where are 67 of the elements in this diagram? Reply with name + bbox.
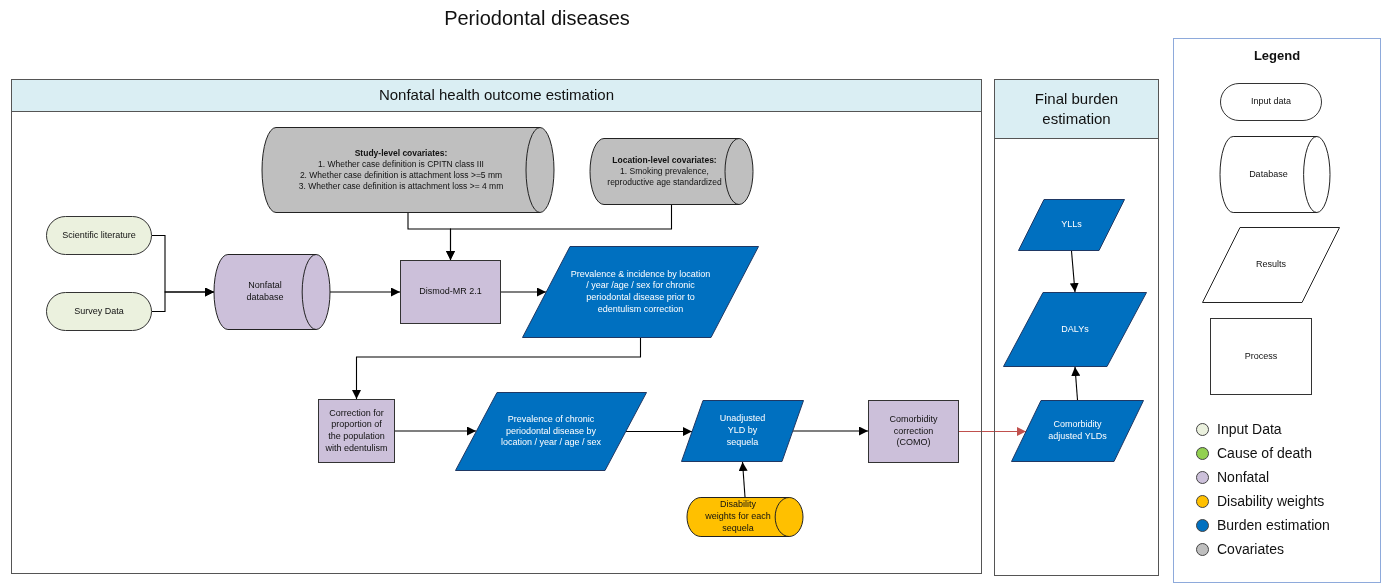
node-text: 1. Smoking prevalence, reproductive age standardized [607, 165, 722, 189]
process-box [1210, 318, 1312, 395]
node-text: DALYs [1061, 323, 1089, 336]
node-text: Comorbidity correction (COMO) [888, 413, 939, 450]
legend-box [1173, 38, 1381, 583]
database-cylinder [262, 127, 554, 213]
input-pill [46, 292, 152, 331]
legend-label: Disability weights [1217, 492, 1325, 510]
node-text: Scientific literature [62, 229, 136, 242]
node-text: Nonfatal database [245, 280, 285, 304]
arrow [1071, 366, 1081, 401]
node-text: Disability weights for each sequela [704, 499, 772, 535]
arrow [352, 337, 642, 400]
legend-title: Legend [1252, 48, 1302, 63]
node-text: 2. Whether case definition is attachment loss >=5 mm [299, 170, 503, 182]
arrow [394, 426, 477, 436]
node-text: Prevalence & incidence by location / year /age / sex for chronic periodontal disease prior to edentulism correction [570, 268, 711, 316]
arrow [958, 427, 1027, 436]
legend-label: Burden estimation [1217, 516, 1330, 534]
result-parallelogram [1018, 199, 1125, 251]
arrow [1069, 250, 1079, 293]
node-text: Location-level covariates: [612, 154, 717, 166]
node-text: Unadjusted YLD by sequela [718, 413, 767, 449]
diagram-title: Periodontal diseases [443, 7, 631, 30]
database-cylinder [687, 497, 803, 537]
database-cylinder [1220, 136, 1330, 213]
panel-header: Nonfatal health outcome estimation [12, 80, 981, 112]
node-text: Results [1256, 259, 1286, 271]
result-parallelogram [681, 400, 804, 462]
database-cylinder [214, 254, 330, 330]
result-parallelogram [522, 246, 759, 338]
arrow [625, 427, 693, 436]
process-box [318, 399, 395, 463]
result-parallelogram [1003, 292, 1147, 367]
result-parallelogram [455, 392, 647, 471]
legend-label: Nonfatal [1217, 468, 1270, 486]
panel [994, 79, 1159, 576]
node-text: Correction for proportion of the population with edentulism [324, 407, 389, 455]
node-text: Input data [1250, 96, 1291, 108]
node-text: Process [1244, 350, 1278, 363]
node-text: 3. Whether case definition is attachment loss >= 4 mm [298, 181, 504, 193]
node-text: Survey Data [74, 305, 124, 318]
arrow [792, 426, 869, 436]
process-box [868, 400, 959, 463]
arrow [500, 287, 547, 297]
arrow [151, 287, 215, 313]
legend-label: Cause of death [1217, 444, 1312, 462]
panel-header: Final burden estimation [995, 80, 1158, 139]
node-text: 1. Whether case definition is CPITN class III [318, 158, 484, 170]
input-pill [46, 216, 152, 255]
arrow [738, 461, 748, 498]
database-cylinder [590, 138, 753, 205]
node-text: Dismod-MR 2.1 [419, 286, 482, 298]
node-text: Comorbidity adjusted YLDs [1047, 419, 1108, 443]
result-parallelogram [1011, 400, 1144, 462]
arrow [446, 204, 673, 261]
node-text: YLLs [1061, 219, 1082, 231]
process-box [400, 260, 501, 324]
node-text: Database [1249, 168, 1288, 181]
input-pill [1220, 83, 1322, 121]
arrow [329, 287, 401, 297]
panel [11, 79, 982, 574]
legend-label: Covariates [1217, 540, 1284, 558]
node-text: Prevalence of chronic periodontal disease by location / year / age / sex [499, 413, 603, 450]
result-parallelogram [1202, 227, 1340, 303]
legend-label: Input Data [1217, 420, 1282, 438]
node-text: Study-level covariates: [354, 147, 448, 159]
